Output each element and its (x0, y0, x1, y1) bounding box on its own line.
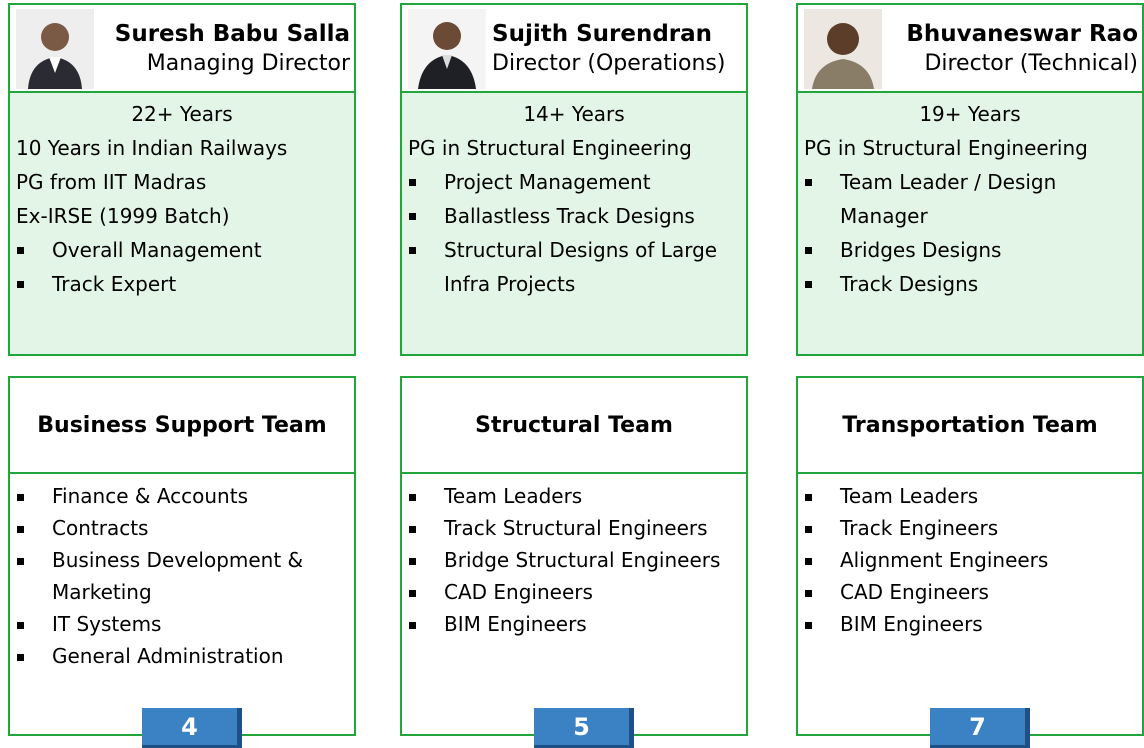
director-role: Managing Director (146, 51, 350, 76)
team-item: IT Systems (16, 608, 348, 640)
team-item: Bridge Structural Engineers (408, 544, 740, 576)
team-card-1: Structural Team Team Leaders Track Struc… (400, 376, 748, 748)
detail-bullet: Project Management (408, 165, 740, 199)
team-item: Team Leaders (408, 480, 740, 512)
experience-years: 14+ Years (523, 102, 625, 126)
experience-years: 19+ Years (919, 102, 1021, 126)
detail-bullet: Track Designs (804, 267, 1136, 301)
director-header: Bhuvaneswar Rao Director (Technical) (798, 5, 1142, 93)
team-title: Business Support Team (10, 378, 354, 474)
director-card-2: Bhuvaneswar Rao Director (Technical) 19+… (796, 3, 1144, 356)
detail-line: PG in Structural Engineering (408, 136, 692, 160)
team-card-0: Business Support Team Finance & Accounts… (8, 376, 356, 748)
director-photo (804, 9, 882, 89)
detail-bullet: Track Expert (16, 267, 348, 301)
team-count-badge: 5 (534, 708, 634, 748)
director-photo (408, 9, 486, 89)
team-item: Business Development & Marketing (16, 544, 348, 608)
director-header: Sujith Surendran Director (Operations) (402, 5, 746, 93)
director-name: Suresh Babu Salla (114, 21, 350, 47)
detail-line: 10 Years in Indian Railways (16, 136, 288, 160)
director-details: 22+ Years 10 Years in Indian Railways PG… (10, 93, 354, 354)
experience-years: 22+ Years (131, 102, 233, 126)
team-title: Transportation Team (798, 378, 1142, 474)
team-count-badge: 4 (142, 708, 242, 748)
team-item: CAD Engineers (804, 576, 1136, 608)
team-item: BIM Engineers (408, 608, 740, 640)
detail-line: Ex-IRSE (1999 Batch) (16, 204, 230, 228)
team-item: BIM Engineers (804, 608, 1136, 640)
director-photo (16, 9, 94, 89)
detail-bullet: Ballastless Track Designs (408, 199, 740, 233)
director-role: Director (Technical) (924, 51, 1138, 76)
detail-line: PG from IIT Madras (16, 170, 207, 194)
director-name: Bhuvaneswar Rao (906, 21, 1138, 47)
detail-bullet: Overall Management (16, 233, 348, 267)
team-item: Track Engineers (804, 512, 1136, 544)
detail-bullet: Structural Designs of Large Infra Projec… (408, 233, 740, 301)
director-header: Suresh Babu Salla Managing Director (10, 5, 354, 93)
team-item: CAD Engineers (408, 576, 740, 608)
detail-bullet: Bridges Designs (804, 233, 1136, 267)
director-details: 14+ Years PG in Structural Engineering P… (402, 93, 746, 354)
director-card-1: Sujith Surendran Director (Operations) 1… (400, 3, 748, 356)
detail-line: PG in Structural Engineering (804, 136, 1088, 160)
team-item: Finance & Accounts (16, 480, 348, 512)
detail-bullet: Team Leader / Design Manager (804, 165, 1136, 233)
team-title: Structural Team (402, 378, 746, 474)
team-card-2: Transportation Team Team Leaders Track E… (796, 376, 1144, 748)
team-item: Alignment Engineers (804, 544, 1136, 576)
director-name: Sujith Surendran (492, 21, 713, 47)
director-details: 19+ Years PG in Structural Engineering T… (798, 93, 1142, 354)
team-item: General Administration (16, 640, 348, 672)
team-item: Team Leaders (804, 480, 1136, 512)
director-role: Director (Operations) (492, 51, 726, 76)
team-item: Contracts (16, 512, 348, 544)
team-count-badge: 7 (930, 708, 1030, 748)
team-item: Track Structural Engineers (408, 512, 740, 544)
director-card-0: Suresh Babu Salla Managing Director 22+ … (8, 3, 356, 356)
